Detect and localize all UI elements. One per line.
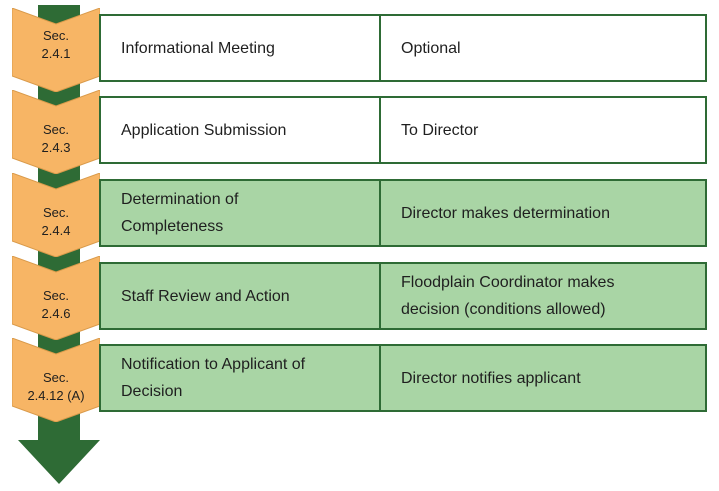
section-number: 2.4.1 — [41, 46, 71, 61]
section-label: Sec. — [42, 122, 69, 137]
section-chevron: Sec. 2.4.1 — [12, 8, 100, 92]
step-action: Director notifies applicant — [401, 369, 581, 387]
step-action-box: To Director — [379, 96, 707, 164]
step-name: Notification to Applicant of Decision — [121, 356, 306, 400]
process-step-2: Sec. 2.4.3 Application Submission To Dir… — [12, 90, 708, 174]
step-action: Floodplain Coordinator makes decision (c… — [401, 274, 615, 318]
process-step-5: Sec. 2.4.12 (A) Notification to Applican… — [12, 338, 708, 422]
step-name-box: Application Submission — [99, 96, 381, 164]
step-name-box: Staff Review and Action — [99, 262, 381, 330]
step-action-box: Floodplain Coordinator makes decision (c… — [379, 262, 707, 330]
process-step-1: Sec. 2.4.1 Informational Meeting Optiona… — [12, 8, 708, 92]
step-action: To Director — [401, 121, 479, 139]
section-number: 2.4.6 — [41, 306, 71, 321]
section-chevron: Sec. 2.4.6 — [12, 256, 100, 340]
section-chevron: Sec. 2.4.4 — [12, 173, 100, 257]
step-action-box: Director makes determination — [379, 179, 707, 247]
section-label: Sec. — [42, 28, 69, 43]
process-step-3: Sec. 2.4.4 Determination of Completeness… — [12, 173, 708, 257]
section-number: 2.4.3 — [41, 140, 71, 155]
step-name-box: Notification to Applicant of Decision — [99, 344, 381, 412]
section-label: Sec. — [42, 370, 69, 385]
step-name: Informational Meeting — [121, 39, 275, 57]
process-step-4: Sec. 2.4.6 Staff Review and Action Flood… — [12, 256, 708, 340]
section-number: 2.4.12 (A) — [27, 388, 85, 403]
step-action-box: Director notifies applicant — [379, 344, 707, 412]
step-name-box: Informational Meeting — [99, 14, 381, 82]
section-label: Sec. — [42, 288, 69, 303]
section-label: Sec. — [42, 205, 69, 220]
step-action-box: Optional — [379, 14, 707, 82]
step-name: Determination of Completeness — [121, 191, 239, 235]
section-number: 2.4.4 — [41, 223, 71, 238]
step-name: Staff Review and Action — [121, 287, 290, 305]
step-name-box: Determination of Completeness — [99, 179, 381, 247]
step-action: Optional — [401, 39, 461, 57]
step-name: Application Submission — [121, 121, 287, 139]
section-chevron: Sec. 2.4.12 (A) — [12, 338, 100, 422]
step-action: Director makes determination — [401, 204, 610, 222]
section-chevron: Sec. 2.4.3 — [12, 90, 100, 174]
